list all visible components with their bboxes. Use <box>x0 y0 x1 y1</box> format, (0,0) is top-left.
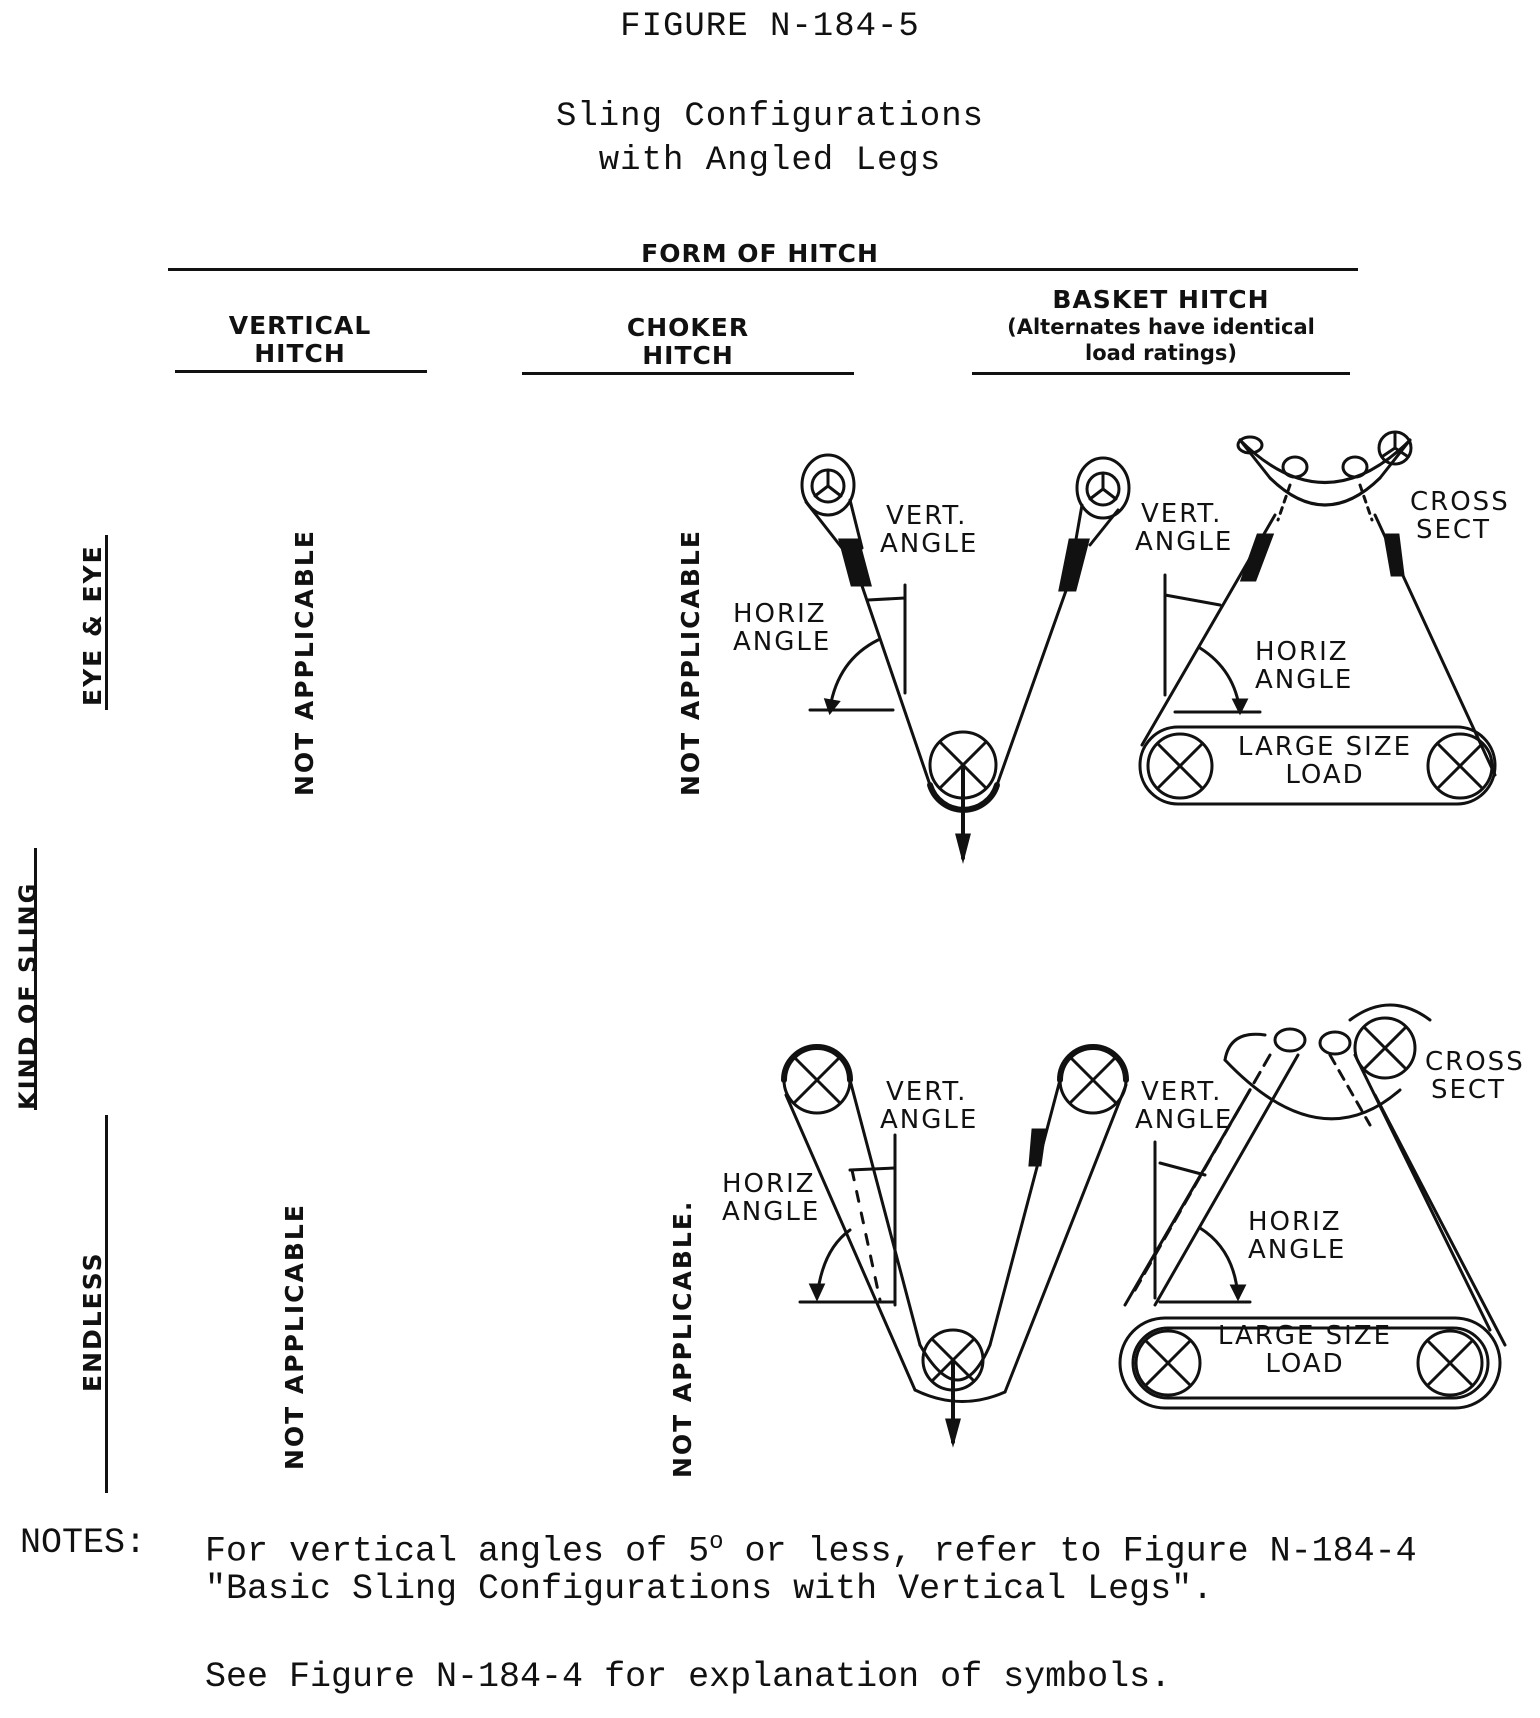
column-header-basket-hitch: BASKET HITCH (Alternates have identical … <box>972 286 1350 366</box>
eye-eye-load-horiz-angle-label: HORIZ ANGLE <box>1255 638 1353 694</box>
vert-label-line2: ANGLE <box>880 529 979 559</box>
eye-eye-basket-large-load-diagram <box>1138 430 1497 806</box>
vert-label-line2: ANGLE <box>1135 1105 1234 1135</box>
column-header-choker-line2: HITCH <box>642 341 734 370</box>
endless-load-horiz-angle-label: HORIZ ANGLE <box>1248 1208 1346 1264</box>
column-header-choker-line1: CHOKER <box>626 313 750 342</box>
horiz-label-line2: ANGLE <box>1248 1235 1347 1265</box>
note-1-line-2: "Basic Sling Configurations with Vertica… <box>205 1569 1214 1609</box>
column-header-vertical-hitch: VERTICAL HITCH <box>175 312 425 368</box>
vert-label-line1: VERT. <box>886 1077 968 1107</box>
horiz-label-line2: ANGLE <box>1255 665 1354 695</box>
figure-number: FIGURE N-184-5 <box>620 8 920 46</box>
endless-basket-large-load-diagram <box>1118 1003 1507 1410</box>
figure-title-line1: Sling Configurations <box>555 98 985 136</box>
cross-label-line1: CROSS <box>1410 487 1510 517</box>
horiz-label-line1: HORIZ <box>733 599 827 629</box>
cross-label-line2: SECT <box>1431 1075 1506 1105</box>
degree-symbol: o <box>709 1529 724 1556</box>
load-label-line2: LOAD <box>1265 1349 1345 1379</box>
column-header-choker-hitch: CHOKER HITCH <box>522 314 854 370</box>
vert-label-line1: VERT. <box>1141 1077 1223 1107</box>
eye-eye-v-horiz-angle-label: HORIZ ANGLE <box>733 600 831 656</box>
endless-rule <box>105 1115 108 1493</box>
vert-label-line1: VERT. <box>1141 499 1223 529</box>
column-header-vertical-line1: VERTICAL <box>228 311 372 340</box>
vert-label-line2: ANGLE <box>880 1105 979 1135</box>
load-label-line2: LOAD <box>1285 760 1365 790</box>
column-header-basket-line2: (Alternates have identical <box>1007 315 1315 339</box>
endless-large-load-label: LARGE SIZE LOAD <box>1205 1322 1405 1378</box>
endless-v-vert-angle-label: VERT. ANGLE <box>880 1078 978 1134</box>
form-of-hitch-rule <box>168 268 1358 271</box>
cross-label-line2: SECT <box>1416 515 1491 545</box>
eye-eye-large-load-label: LARGE SIZE LOAD <box>1225 733 1425 789</box>
cross-label-line1: CROSS <box>1425 1047 1525 1077</box>
vert-label-line2: ANGLE <box>1135 527 1234 557</box>
vertical-hitch-rule <box>175 370 427 373</box>
load-label-line1: LARGE SIZE <box>1217 1321 1393 1351</box>
horiz-label-line2: ANGLE <box>722 1197 821 1227</box>
form-of-hitch-heading: FORM OF HITCH <box>641 239 879 268</box>
choker-hitch-rule <box>522 372 854 375</box>
notes-label: NOTES: <box>20 1523 147 1563</box>
figure-title-line2: with Angled Legs <box>598 142 942 180</box>
horiz-label-line2: ANGLE <box>733 627 832 657</box>
note-1-part-a: For vertical angles of 5 <box>205 1531 710 1572</box>
endless-basket-v-diagram <box>781 1044 1129 1448</box>
note-1: For vertical angles of 5o or less, refer… <box>205 1520 1417 1575</box>
eye-eye-basket-v-diagram <box>800 453 1131 864</box>
note-1-part-b: or less, refer to Figure N-184-4 <box>723 1531 1417 1572</box>
eye-eye-v-vert-angle-label: VERT. ANGLE <box>880 502 978 558</box>
kind-of-sling-rule <box>34 848 37 1110</box>
vert-label-line1: VERT. <box>886 501 968 531</box>
endless-v-horiz-angle-label: HORIZ ANGLE <box>722 1170 820 1226</box>
column-header-vertical-line2: HITCH <box>254 339 346 368</box>
horiz-label-line1: HORIZ <box>1248 1207 1342 1237</box>
column-header-basket-line1: BASKET HITCH <box>1052 285 1270 314</box>
note-2: See Figure N-184-4 for explanation of sy… <box>205 1657 1172 1697</box>
horiz-label-line1: HORIZ <box>722 1169 816 1199</box>
endless-cross-sect-label: CROSS SECT <box>1425 1048 1525 1104</box>
column-header-basket-line3: load ratings) <box>1085 341 1237 365</box>
endless-load-vert-angle-label: VERT. ANGLE <box>1135 1078 1233 1134</box>
eye-eye-cross-sect-label: CROSS SECT <box>1410 488 1510 544</box>
basket-hitch-rule <box>972 372 1350 375</box>
eye-eye-load-vert-angle-label: VERT. ANGLE <box>1135 500 1233 556</box>
load-label-line1: LARGE SIZE <box>1237 732 1413 762</box>
eye-and-eye-rule <box>105 535 108 710</box>
horiz-label-line1: HORIZ <box>1255 637 1349 667</box>
